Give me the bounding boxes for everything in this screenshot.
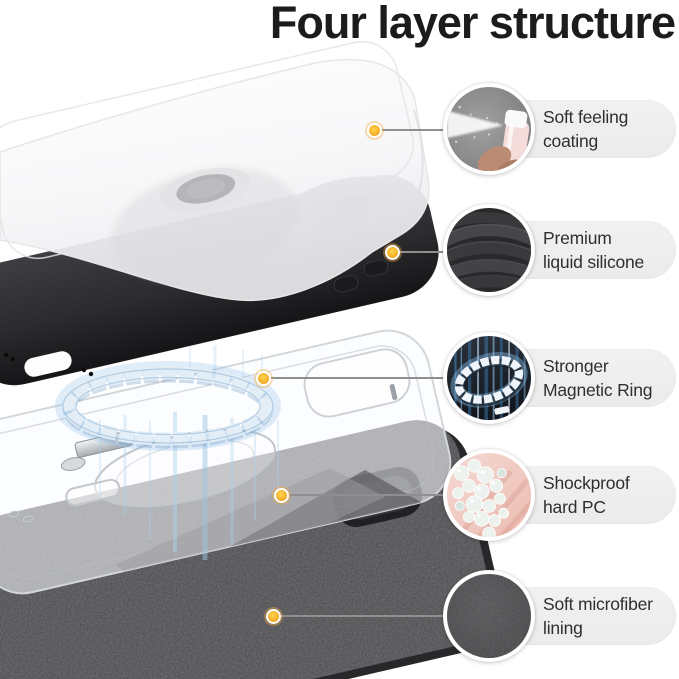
marker-dot-ring <box>256 371 271 386</box>
leader-line-silicone <box>392 251 460 253</box>
page-title: Four layer structure <box>269 0 676 48</box>
leader-line-pc <box>281 494 460 496</box>
marker-dot-silicone <box>385 245 400 260</box>
black-silicone-folds-photo <box>443 204 535 296</box>
microfiber-texture-photo <box>443 570 535 662</box>
label-line: Shockproof <box>543 473 630 493</box>
case-side-buttons <box>333 259 389 293</box>
leader-line-coating <box>374 129 460 131</box>
magnetic-ring-glow-photo <box>443 332 535 424</box>
marker-dot-microfiber <box>266 609 281 624</box>
label-line: coating <box>543 131 599 151</box>
label-line: lining <box>543 618 583 638</box>
pc-camera-cutout-outline <box>303 348 411 418</box>
label-line: hard PC <box>543 497 606 517</box>
pc-port-slot-outline <box>65 478 121 507</box>
spray-coating-photo <box>443 83 535 175</box>
label-line: Stronger <box>543 356 609 376</box>
case-speaker-holes <box>3 352 94 377</box>
label-line: Premium <box>543 228 612 248</box>
label-line: liquid silicone <box>543 252 645 272</box>
label-line: Soft feeling <box>543 107 629 127</box>
soft-feeling-coating-layer <box>0 40 430 302</box>
leader-line-ring <box>263 377 460 379</box>
label-line: Soft microfiber <box>543 594 653 614</box>
clear-pc-pellets-photo <box>443 449 535 541</box>
magnetic-ring-layer <box>55 361 281 451</box>
case-port-cutout <box>24 351 72 377</box>
marker-dot-pc <box>274 488 289 503</box>
label-line: Magnetic Ring <box>543 380 653 400</box>
leader-line-microfiber <box>273 615 460 617</box>
marker-dot-coating <box>367 123 382 138</box>
coating-camera-area <box>159 167 251 213</box>
